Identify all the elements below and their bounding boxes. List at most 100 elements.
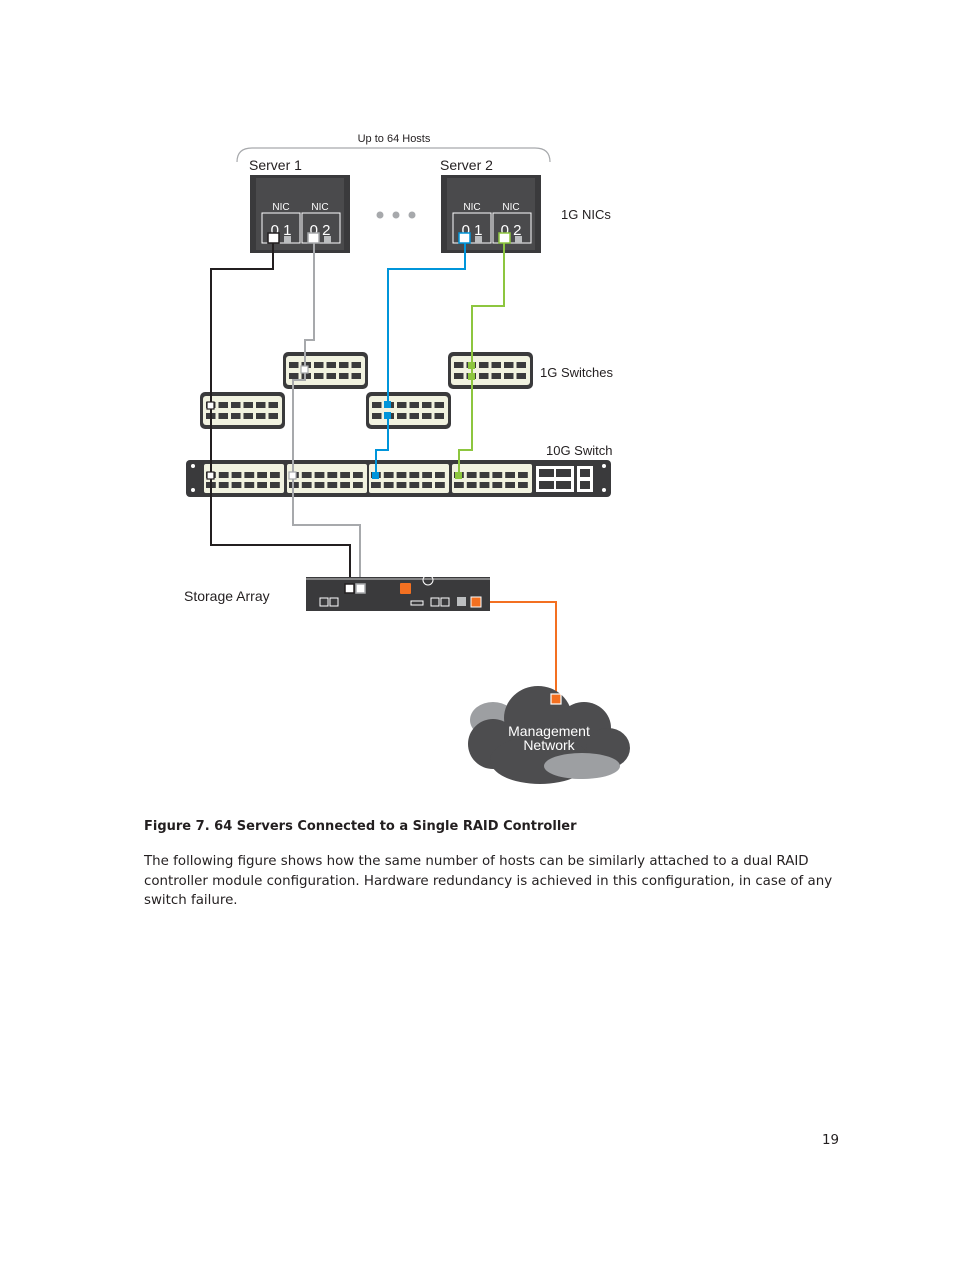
switch-port [454, 482, 464, 488]
switch-port [314, 472, 325, 478]
switch-port [218, 482, 229, 488]
switch-port [372, 402, 382, 408]
switch-port [301, 362, 311, 368]
body-paragraph: The following figure shows how the same … [144, 854, 833, 909]
switch-port [504, 373, 514, 379]
switch-port [301, 373, 311, 379]
nic-3-label: NIC [463, 202, 480, 213]
switch-port [491, 362, 501, 368]
nic-4-label: NIC [502, 202, 519, 213]
switch-port [340, 472, 350, 478]
switch-port [422, 402, 432, 408]
switch-port [231, 472, 242, 478]
switch-port [518, 482, 528, 488]
management-network-cloud: Management Network [468, 686, 630, 784]
switch-port [257, 482, 267, 488]
switch-port [351, 373, 361, 379]
hosts-bracket [236, 147, 551, 163]
cable-endpoints [206, 362, 475, 480]
switch-port [435, 472, 445, 478]
switch-port [339, 362, 349, 368]
switch-port [231, 402, 241, 408]
switch-port [372, 413, 382, 419]
switch-port [479, 373, 489, 379]
page-number: 19 [822, 1133, 840, 1148]
switch-port [301, 482, 312, 488]
switch-port [256, 402, 266, 408]
switch-port [409, 413, 419, 419]
hosts-label: Up to 64 Hosts [358, 133, 431, 145]
switch-port [491, 373, 501, 379]
switch-port [516, 373, 526, 379]
server-2-port-2 [498, 232, 511, 244]
switch-port [256, 413, 266, 419]
switch-port [326, 373, 336, 379]
figure-caption: Figure 7. 64 Servers Connected to a Sing… [144, 819, 577, 834]
switch-port [492, 472, 503, 478]
switch-10g-label: 10G Switch [546, 443, 612, 458]
switch-port [422, 472, 432, 478]
switch-port [516, 362, 526, 368]
ellipsis-dots [376, 211, 416, 219]
switch-port [466, 472, 477, 478]
switch-port [505, 472, 515, 478]
management-label-line-2: Network [523, 737, 575, 753]
switch-port [505, 482, 515, 488]
network-diagram: Up to 64 Hosts Server 1 NIC NIC 0 1 0 2 … [184, 133, 630, 784]
switch-port [243, 402, 253, 408]
switch-port [466, 482, 477, 488]
switch-port [396, 472, 407, 478]
cable-orange [482, 601, 557, 698]
switch-port [314, 373, 324, 379]
switch-port [289, 362, 299, 368]
switch-port [289, 373, 299, 379]
switches-1g-label: 1G Switches [540, 365, 613, 380]
switch-port [479, 482, 490, 488]
switch-port [218, 413, 228, 419]
switch-port [479, 362, 489, 368]
switch-port [340, 482, 350, 488]
storage-port-1 [344, 583, 355, 594]
switch-port [231, 482, 242, 488]
switch-port [339, 373, 349, 379]
switch-port [371, 482, 381, 488]
cable-blue-2 [375, 414, 389, 476]
server-1-port-1 [267, 232, 280, 244]
management-label-line-1: Management [508, 723, 590, 739]
switch-port [397, 413, 407, 419]
switch-port [434, 413, 444, 419]
switch-1g-top-right [448, 352, 533, 389]
switch-port [409, 482, 420, 488]
server-2: Server 2 NIC NIC 0 1 0 2 [440, 157, 541, 253]
switch-port [244, 472, 255, 478]
nics-label: 1G NICs [561, 207, 611, 222]
switch-port [327, 482, 338, 488]
storage-array [306, 574, 490, 611]
switch-port [479, 472, 490, 478]
storage-management-port [470, 596, 482, 608]
cable-blue-1 [387, 243, 466, 404]
switch-port [422, 413, 432, 419]
server-1-label: Server 1 [249, 157, 302, 173]
switch-port [218, 472, 229, 478]
switch-port [397, 402, 407, 408]
switch-1g-bottom-right [366, 392, 451, 429]
switch-port [351, 362, 361, 368]
switch-1g-bottom-left [200, 392, 285, 429]
switch-port [270, 482, 280, 488]
switch-port [314, 362, 324, 368]
switch-port [270, 472, 280, 478]
storage-port-2 [355, 583, 366, 594]
switch-port [257, 472, 267, 478]
server-2-label: Server 2 [440, 157, 493, 173]
switch-1g-top-left [283, 352, 368, 389]
switch-port [435, 482, 445, 488]
switch-port [383, 472, 394, 478]
switch-port [409, 472, 420, 478]
switch-port [396, 482, 407, 488]
storage-array-label: Storage Array [184, 588, 270, 604]
nic-1-label: NIC [272, 202, 289, 213]
switch-port [492, 482, 503, 488]
cable-gray [292, 243, 361, 586]
switch-port [244, 482, 255, 488]
